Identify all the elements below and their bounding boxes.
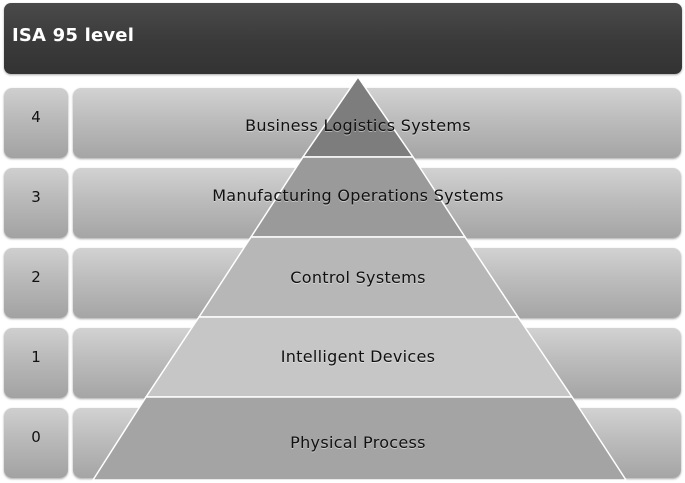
level-box-1: 1	[4, 328, 68, 398]
level-number-0: 0	[31, 428, 41, 446]
level-number-4: 4	[31, 108, 41, 126]
tier-label-1: Intelligent Devices	[280, 347, 436, 366]
level-box-4: 4	[4, 88, 68, 158]
level-number-2: 2	[31, 268, 41, 286]
level-number-1: 1	[31, 348, 41, 366]
tier-label-0: Physical Process	[290, 433, 426, 452]
header-bar: ISA 95 level	[4, 3, 682, 74]
tier-label-2: Control Systems	[290, 268, 426, 287]
level-number-3: 3	[31, 188, 41, 206]
level-box-0: 0	[4, 408, 68, 478]
header-title: ISA 95 level	[12, 25, 135, 46]
level-box-2: 2	[4, 248, 68, 318]
tier-label-4: Business Logistics Systems	[245, 116, 471, 135]
level-box-3: 3	[4, 168, 68, 238]
tier-label-3: Manufacturing Operations Systems	[212, 186, 504, 205]
pyramid-tier-0	[91, 396, 628, 481]
